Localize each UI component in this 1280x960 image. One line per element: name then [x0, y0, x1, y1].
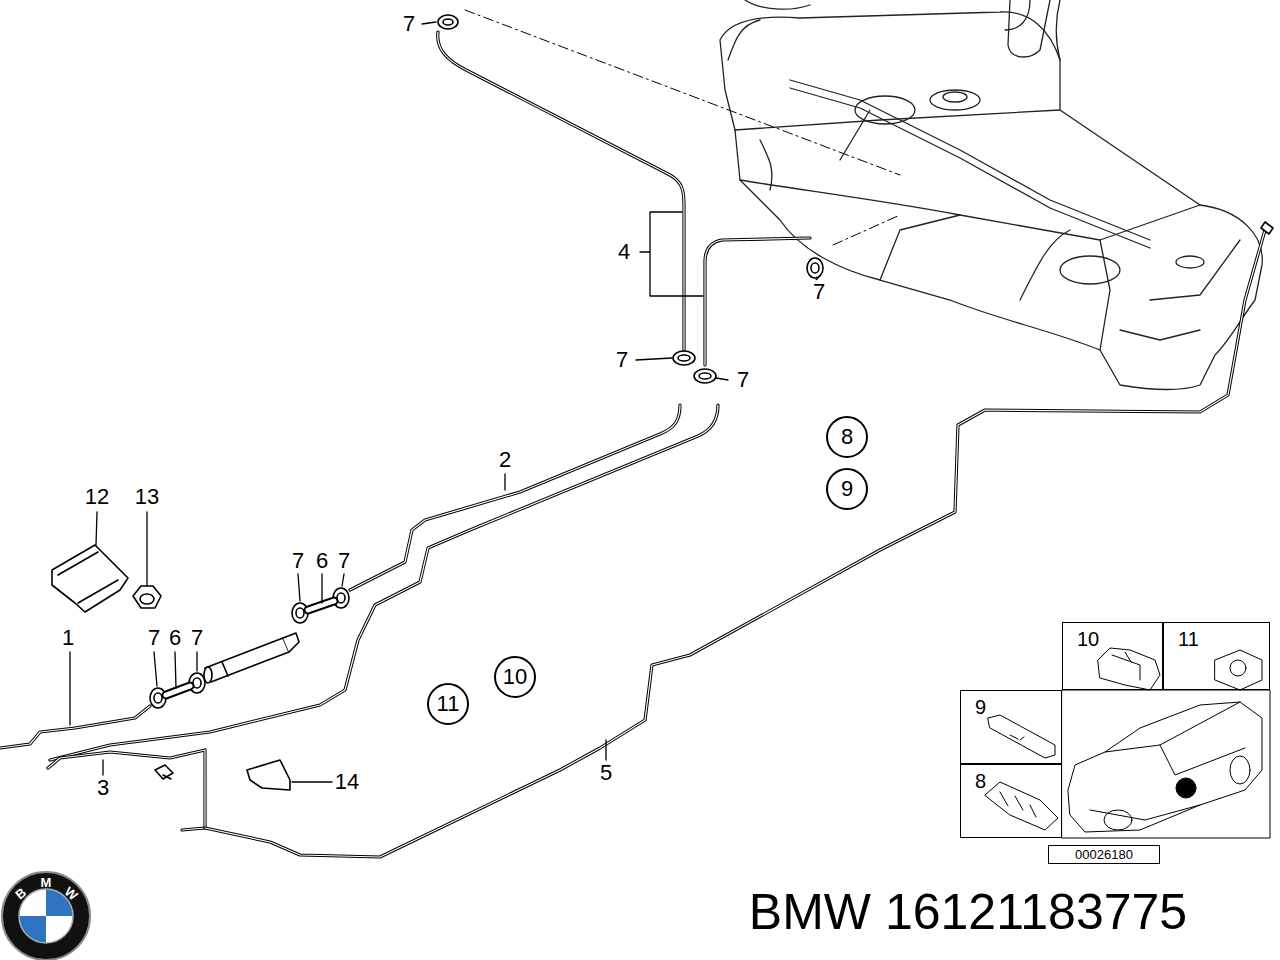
callout-number: 4 — [616, 240, 632, 264]
callout-number: 2 — [497, 448, 513, 472]
inset-cell: 9 — [960, 690, 1062, 764]
callout-number: 7 — [336, 549, 352, 573]
diagram-code-box: 00026180 — [1048, 845, 1160, 864]
callout-number: 9 — [841, 478, 853, 500]
callout-number: 7 — [614, 348, 630, 372]
callout-circle: 11 — [427, 683, 469, 725]
callout-number: 8 — [841, 426, 853, 448]
callout-circle: 9 — [826, 468, 868, 510]
inset-number: 9 — [975, 696, 986, 718]
callout-number: 14 — [333, 770, 361, 794]
callout-circle: 10 — [494, 656, 536, 698]
fuel-filter — [204, 633, 299, 683]
callout-number: 5 — [598, 761, 614, 785]
inset-number: 11 — [1178, 628, 1199, 650]
callout-number: 13 — [133, 485, 161, 509]
callout-number: 10 — [503, 666, 527, 688]
inset-number: 8 — [975, 770, 986, 792]
hose-clamp — [150, 15, 823, 708]
logo-letter: M — [41, 876, 52, 889]
callout-number: 6 — [314, 549, 330, 573]
callout-number: 6 — [167, 626, 183, 650]
fuel-tank — [720, 0, 1262, 390]
inset-panel — [985, 648, 1270, 838]
part-number: BMW 16121183775 — [749, 887, 1187, 937]
inset-number: 10 — [1077, 628, 1099, 650]
callout-number: 7 — [401, 12, 417, 36]
callout-number: 7 — [735, 368, 751, 392]
bmw-logo — [2, 872, 90, 960]
callout-number: 7 — [189, 626, 205, 650]
callout-number: 11 — [437, 693, 460, 715]
callout-circle: 8 — [826, 416, 868, 458]
inset-cell: 10 — [1062, 622, 1163, 690]
inset-cell: 11 — [1163, 622, 1270, 690]
callout-number: 7 — [811, 280, 827, 304]
callout-number: 1 — [60, 626, 76, 650]
leader-lines — [70, 22, 818, 782]
callout-number: 12 — [83, 485, 111, 509]
code-text: 00026180 — [1075, 848, 1133, 861]
callout-number: 7 — [146, 626, 162, 650]
inset-cell: 8 — [960, 764, 1062, 838]
callout-number: 3 — [95, 776, 111, 800]
callout-number: 7 — [290, 549, 306, 573]
